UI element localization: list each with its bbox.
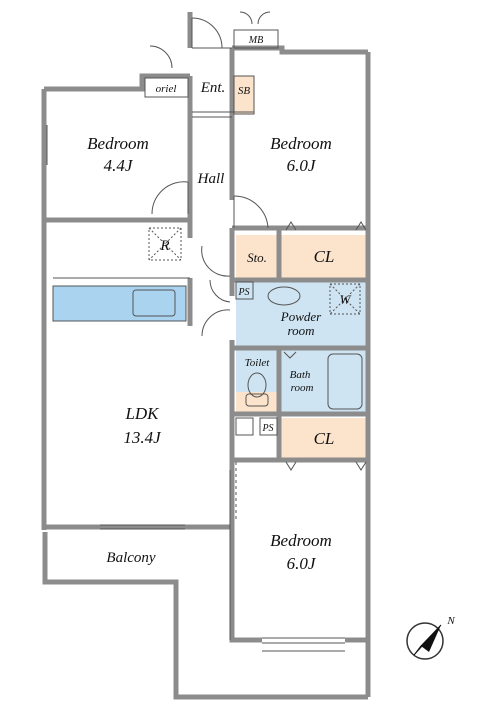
closet-upper-label: CL	[314, 247, 335, 266]
toilet-tank-fill	[236, 392, 279, 412]
bedroom-se-size: 6.0J	[287, 554, 317, 573]
bedroom-se-name: Bedroom	[270, 531, 332, 550]
mb-label: MB	[248, 35, 263, 46]
compass-needle-icon	[421, 625, 441, 652]
entrance-label: Ent.	[200, 80, 226, 96]
ps-upper-label: PS	[237, 287, 249, 298]
compass: N	[406, 615, 455, 660]
bedroom-nw-name: Bedroom	[87, 134, 149, 153]
bedroom-nw-size: 4.4J	[104, 156, 134, 175]
bedroom-ne-name: Bedroom	[270, 134, 332, 153]
shoe-box-fill	[234, 76, 254, 114]
bedroom-ne-size: 6.0J	[287, 156, 317, 175]
thin-lines	[46, 29, 363, 652]
hall-label: Hall	[197, 171, 225, 187]
oriel-label: oriel	[156, 83, 177, 95]
closet-upper-fill	[281, 235, 367, 278]
ps-lower-label: PS	[261, 423, 273, 434]
door-swings	[149, 11, 367, 471]
closet-lower-label: CL	[314, 429, 335, 448]
storage-fill	[236, 235, 277, 278]
bath-room-line1: Bath	[290, 369, 311, 381]
powder-room-line2: room	[288, 323, 315, 338]
closet-lower-fill	[281, 418, 367, 458]
refrigerator-label: R	[159, 238, 169, 254]
toilet-label: Toilet	[245, 357, 271, 369]
shoe-box-label: SB	[238, 85, 251, 97]
bath-room-line2: room	[291, 382, 314, 394]
walls	[41, 12, 371, 700]
balcony-label: Balcony	[106, 550, 155, 566]
powder-room-fill	[236, 282, 367, 346]
bath-room-fill	[281, 350, 367, 412]
compass-label: N	[446, 615, 455, 627]
storage-label: Sto.	[247, 250, 267, 265]
washer-label: W	[340, 292, 352, 307]
powder-room-line1: Powder	[280, 309, 322, 324]
ldk-size: 13.4J	[123, 428, 162, 447]
ldk-name: LDK	[124, 404, 160, 423]
